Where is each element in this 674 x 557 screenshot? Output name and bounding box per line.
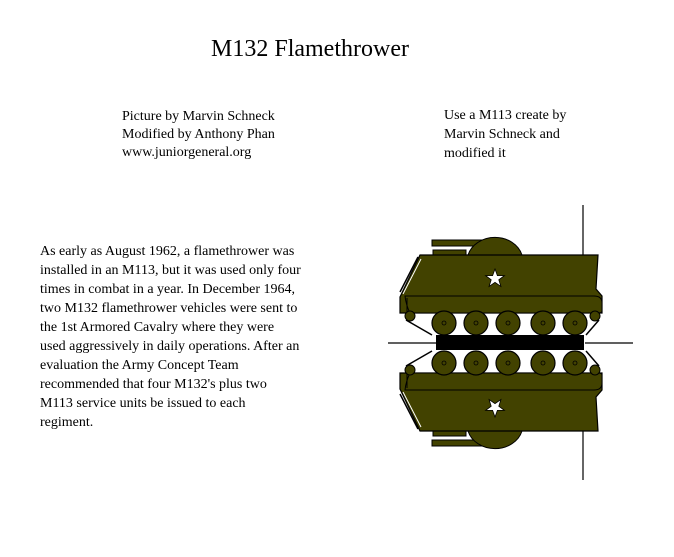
paragraph-line: installed in an M113, but it was used on…	[40, 263, 301, 278]
history-paragraph: As early as August 1962, a flamethrower …	[40, 242, 330, 432]
source-note: Use a M113 create by Marvin Schneck and …	[444, 106, 566, 163]
paragraph-line: evaluation the Army Concept Team	[40, 358, 239, 373]
credit-website: www.juniorgeneral.org	[122, 145, 252, 160]
credit-modified: Modified by Anthony Phan	[122, 127, 275, 142]
paragraph-line: two M132 flamethrower vehicles were sent…	[40, 301, 298, 316]
note-line: modified it	[444, 146, 506, 161]
note-line: Use a M113 create by	[444, 108, 567, 123]
credit-picture: Picture by Marvin Schneck	[122, 109, 275, 124]
paragraph-line: regiment.	[40, 415, 94, 430]
page-title: M132 Flamethrower	[211, 36, 409, 62]
vehicle-illustration	[388, 205, 633, 480]
track-band	[436, 335, 584, 350]
paragraph-line: times in combat in a year. In December 1…	[40, 282, 296, 297]
paragraph-line: M113 service units be issued to each	[40, 396, 246, 411]
note-line: Marvin Schneck and	[444, 127, 560, 142]
paragraph-line: the 1st Armored Cavalry where they were	[40, 320, 275, 335]
paragraph-line: As early as August 1962, a flamethrower …	[40, 244, 295, 259]
paragraph-line: used aggressively in daily operations. A…	[40, 339, 300, 354]
paragraph-line: recommended that four M132's plus two	[40, 377, 267, 392]
credits-block: Picture by Marvin Schneck Modified by An…	[122, 108, 275, 162]
